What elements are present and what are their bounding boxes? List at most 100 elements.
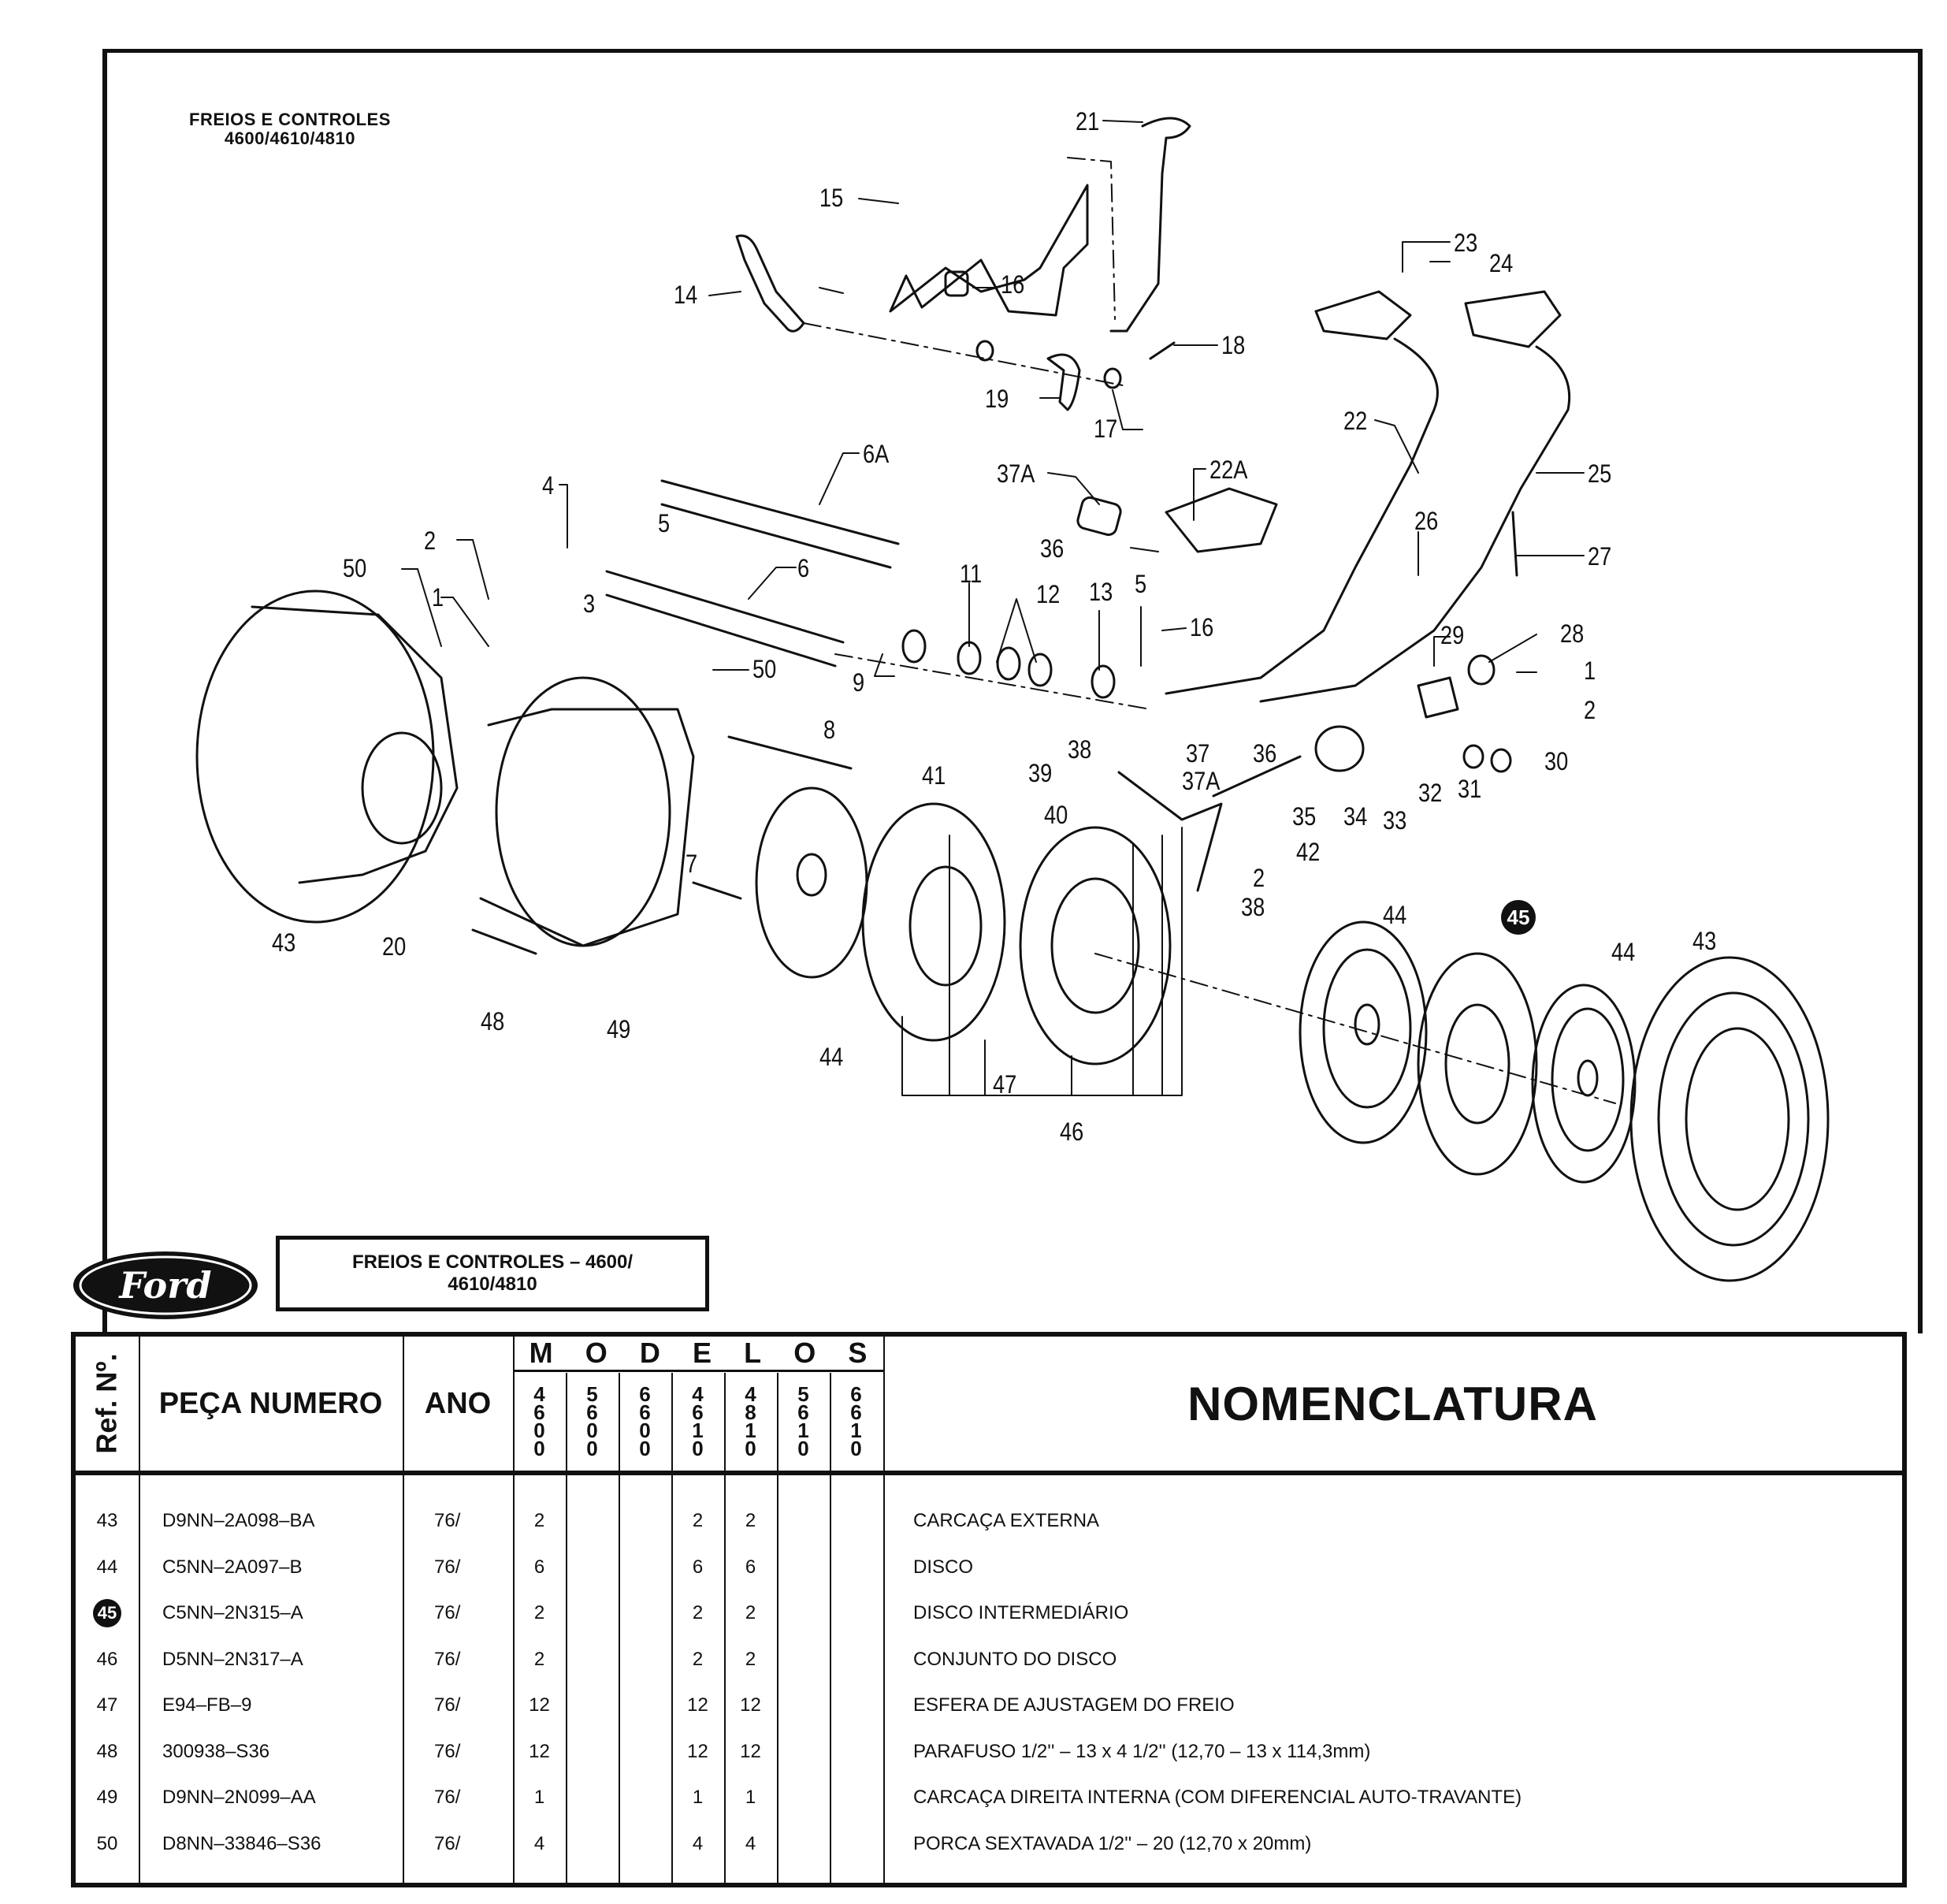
model-digit: 0 bbox=[745, 1437, 756, 1460]
col-divider bbox=[139, 1337, 140, 1883]
cell-qty-5600 bbox=[566, 1498, 619, 1544]
callout-34: 34 bbox=[1343, 802, 1368, 831]
part-44-disc-right-b-inner bbox=[1551, 1007, 1625, 1152]
col-divider bbox=[830, 1373, 831, 1883]
callout-50b: 50 bbox=[752, 655, 777, 683]
callout-12: 12 bbox=[1036, 580, 1061, 608]
header-nomenclature: NOMENCLATURA bbox=[1187, 1377, 1598, 1430]
callout-1: 1 bbox=[432, 583, 444, 612]
models-letter: S bbox=[848, 1337, 868, 1369]
model-digit: 6 bbox=[639, 1400, 651, 1424]
part-14-lever bbox=[735, 234, 805, 333]
part-13-washer bbox=[1091, 664, 1116, 699]
cell-qty-6600 bbox=[619, 1545, 671, 1590]
cell-ref: 46 bbox=[96, 1648, 118, 1670]
part-27-spring bbox=[1511, 511, 1518, 577]
cell-qty-4810: 4 bbox=[745, 1832, 756, 1854]
cell-part-number: D9NN–2A098–BA bbox=[162, 1510, 315, 1531]
part-49-housing-inner bbox=[495, 676, 671, 947]
axis-line-6 bbox=[834, 653, 1151, 710]
part-22-pedal bbox=[1165, 290, 1439, 695]
model-digit: 0 bbox=[797, 1437, 809, 1460]
callout-23: 23 bbox=[1454, 229, 1478, 257]
callout-14: 14 bbox=[674, 281, 698, 309]
model-digit: 5 bbox=[586, 1382, 598, 1406]
models-letter: O bbox=[793, 1337, 816, 1369]
col-divider bbox=[566, 1373, 567, 1883]
cell-qty-4600: 2 bbox=[533, 1510, 545, 1531]
cell-ref: 49 bbox=[96, 1787, 118, 1808]
cell-nomenclature: PORCA SEXTAVADA 1/2'' – 20 (12,70 x 20mm… bbox=[913, 1832, 1312, 1854]
part-17-washer bbox=[1103, 367, 1122, 389]
header-ref: Ref. Nº. bbox=[76, 1337, 139, 1471]
callout-44c: 44 bbox=[819, 1043, 844, 1071]
models-letter: L bbox=[744, 1337, 762, 1369]
page-title-line2: 4610/4810 bbox=[448, 1274, 537, 1295]
cell-qty-4600: 12 bbox=[529, 1694, 550, 1716]
model-digit: 1 bbox=[797, 1419, 809, 1442]
part-16-bolt-head bbox=[944, 270, 969, 297]
cell-ref: 43 bbox=[96, 1510, 118, 1531]
callout-30: 30 bbox=[1544, 747, 1569, 775]
model-digit: 0 bbox=[850, 1437, 862, 1460]
cell-qty-6600 bbox=[619, 1775, 671, 1820]
callout-36b: 36 bbox=[1253, 739, 1277, 768]
cell-qty-5600 bbox=[566, 1637, 619, 1683]
cell-qty-6600 bbox=[619, 1729, 671, 1775]
callout-48: 48 bbox=[481, 1007, 505, 1036]
part-48-bolt bbox=[471, 928, 537, 955]
cell-qty-6610 bbox=[830, 1821, 882, 1867]
model-digit: 0 bbox=[586, 1419, 598, 1442]
model-digit: 1 bbox=[850, 1419, 862, 1442]
callout-5: 5 bbox=[658, 509, 671, 537]
cell-nomenclature: CARCAÇA EXTERNA bbox=[913, 1510, 1100, 1531]
part-43-housing-left bbox=[195, 589, 435, 924]
model-digit: 0 bbox=[639, 1437, 651, 1460]
callout-16: 16 bbox=[1001, 270, 1025, 299]
model-digit: 0 bbox=[586, 1437, 598, 1460]
part-15-bracket bbox=[889, 184, 1089, 317]
cell-ref: 44 bbox=[96, 1556, 118, 1578]
callout-5b: 5 bbox=[1135, 570, 1147, 598]
callout-6: 6 bbox=[797, 554, 810, 582]
callout-37: 37 bbox=[1186, 739, 1210, 768]
cell-year: 76/ bbox=[434, 1510, 461, 1531]
diagram-frame bbox=[102, 49, 1923, 1333]
cell-qty-5600 bbox=[566, 1590, 619, 1636]
cell-ref: 50 bbox=[96, 1832, 118, 1854]
cell-qty-5600 bbox=[566, 1775, 619, 1820]
cell-qty-4610: 4 bbox=[692, 1832, 704, 1854]
callout-41: 41 bbox=[922, 761, 946, 790]
col-divider bbox=[619, 1373, 620, 1883]
callout-38b: 38 bbox=[1241, 893, 1265, 921]
callout-44b: 44 bbox=[1611, 938, 1636, 966]
model-digit: 1 bbox=[745, 1419, 756, 1442]
cell-year: 76/ bbox=[434, 1740, 461, 1762]
callout-2b: 2 bbox=[1584, 696, 1596, 724]
callout-22A: 22A bbox=[1209, 456, 1248, 484]
callout-24: 24 bbox=[1489, 249, 1514, 277]
header-year: ANO bbox=[424, 1386, 492, 1420]
callout-18: 18 bbox=[1221, 331, 1246, 359]
part-44-disc-left bbox=[755, 787, 868, 979]
model-digit: 0 bbox=[533, 1419, 545, 1442]
callout-9: 9 bbox=[853, 668, 865, 697]
header-models-title: M O D E L O S bbox=[513, 1337, 883, 1372]
callout-8: 8 bbox=[823, 716, 836, 744]
cell-qty-4610: 2 bbox=[692, 1510, 704, 1531]
cell-qty-5600 bbox=[566, 1545, 619, 1590]
cell-qty-4600: 6 bbox=[533, 1556, 545, 1578]
cell-qty-6600 bbox=[619, 1821, 671, 1867]
model-digit: 6 bbox=[533, 1400, 545, 1424]
part-9-washer bbox=[901, 629, 927, 664]
cell-nomenclature: DISCO INTERMEDIÁRIO bbox=[913, 1602, 1129, 1623]
cell-qty-4610: 2 bbox=[692, 1648, 704, 1670]
